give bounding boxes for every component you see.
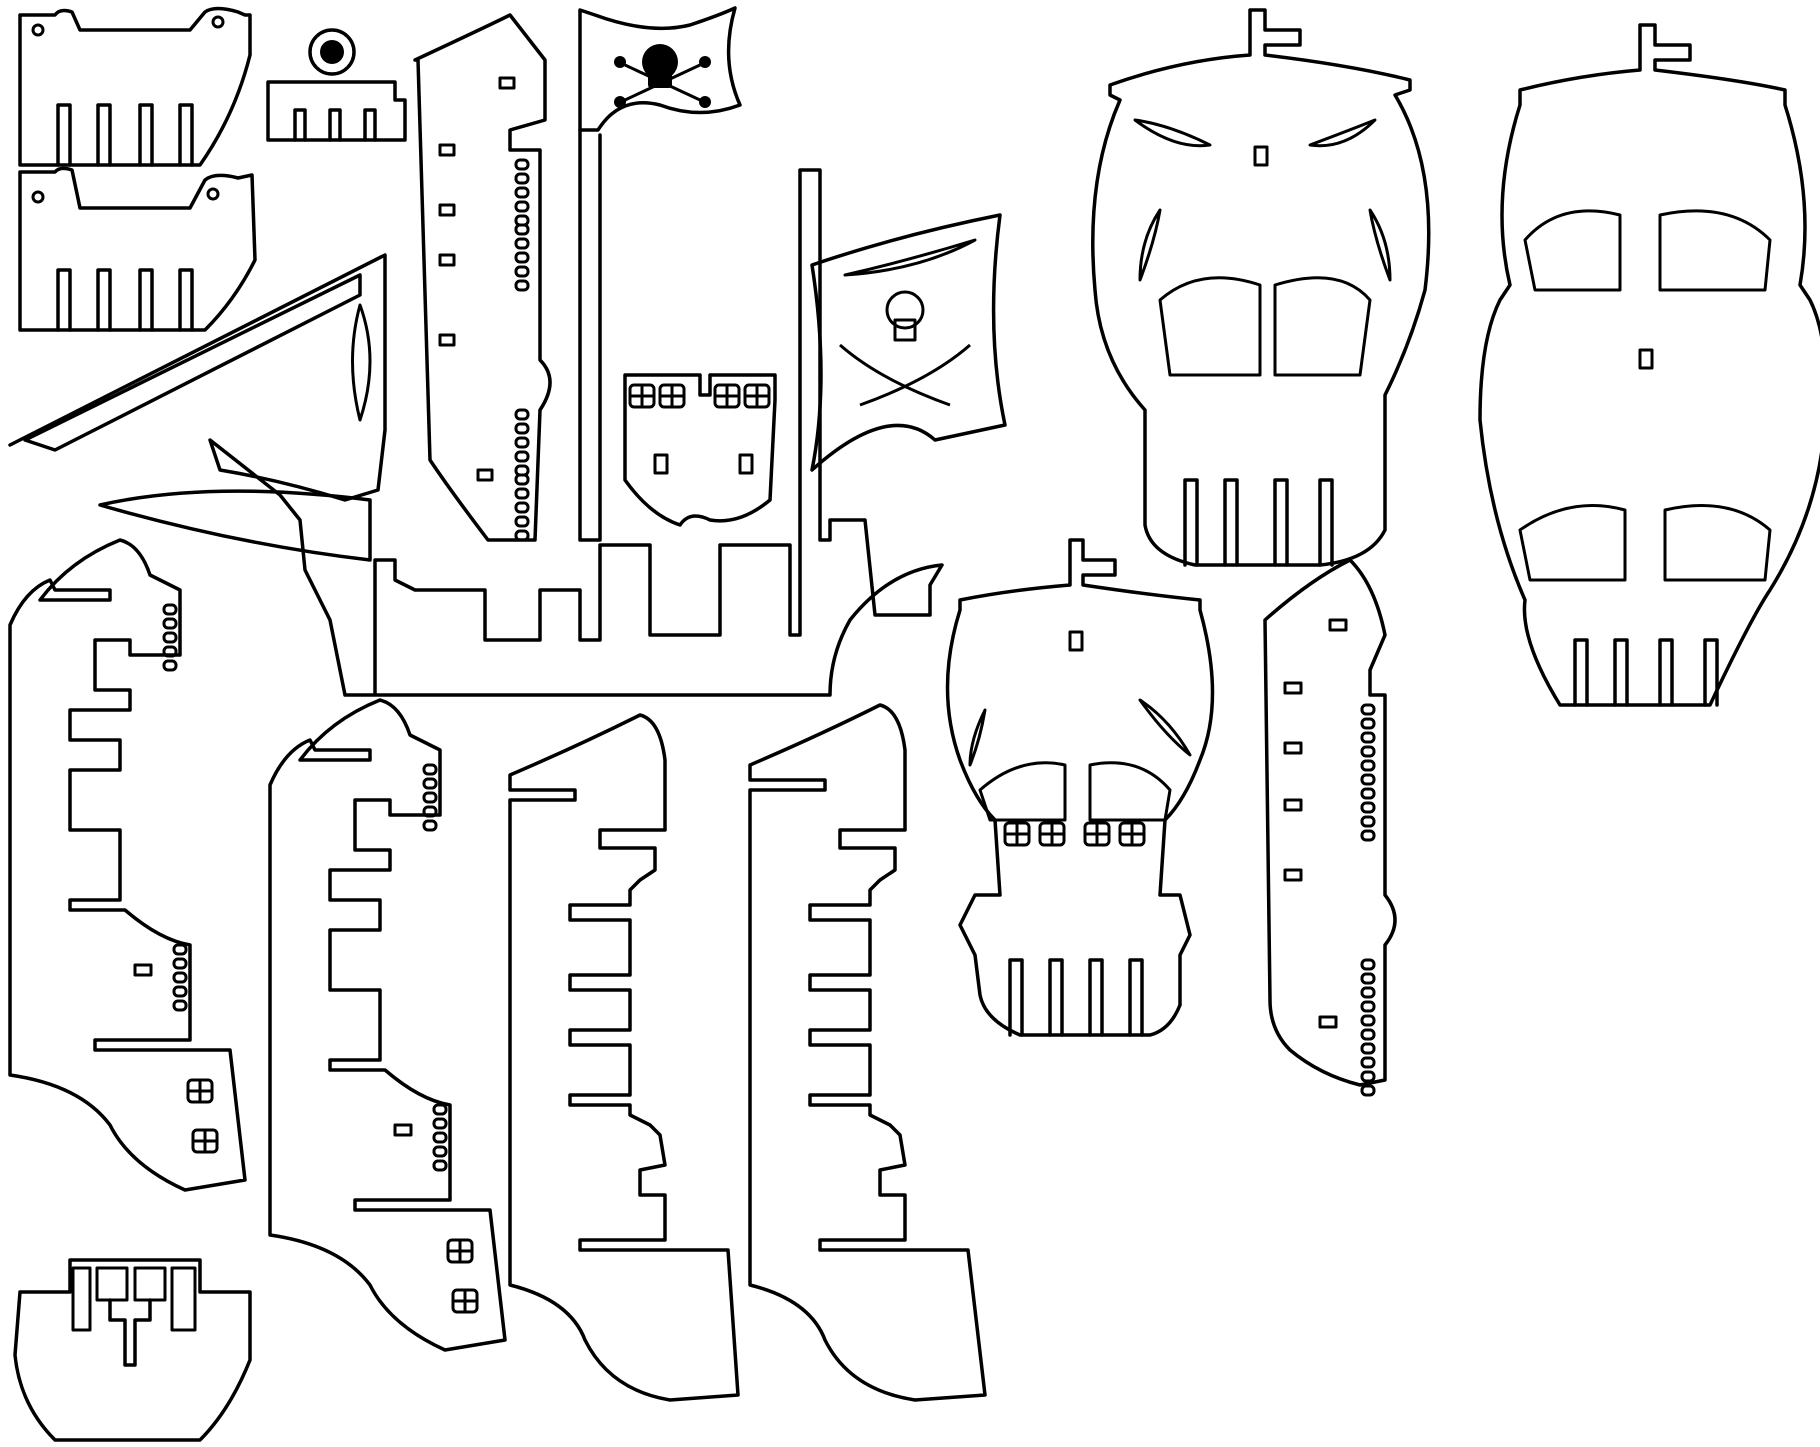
big-sail-part-2	[1478, 23, 1820, 707]
deck-support-part-1	[18, 6, 252, 167]
medium-sail-part	[945, 538, 1215, 1037]
bottom-deck-part	[13, 1258, 252, 1442]
hull-side-part-1	[8, 538, 247, 1192]
right-castle-side-part	[1263, 558, 1397, 1097]
sword-sail-part	[810, 213, 1007, 472]
skull-crossed-swords-icon	[839, 290, 971, 407]
skull-crossbones-icon	[614, 44, 711, 108]
hull-side-part-2	[268, 698, 507, 1352]
ship-wheel-part	[266, 28, 407, 142]
deck-support-part-2	[18, 166, 257, 332]
hull-side-part-4	[748, 703, 987, 1402]
main-flag-part	[578, 6, 742, 542]
big-sail-part-1	[1091, 8, 1431, 567]
center-hull-part	[8, 168, 944, 697]
rear-castle-side-part	[413, 13, 552, 542]
hull-side-part-3	[508, 713, 740, 1402]
center-deck-part	[623, 373, 777, 527]
